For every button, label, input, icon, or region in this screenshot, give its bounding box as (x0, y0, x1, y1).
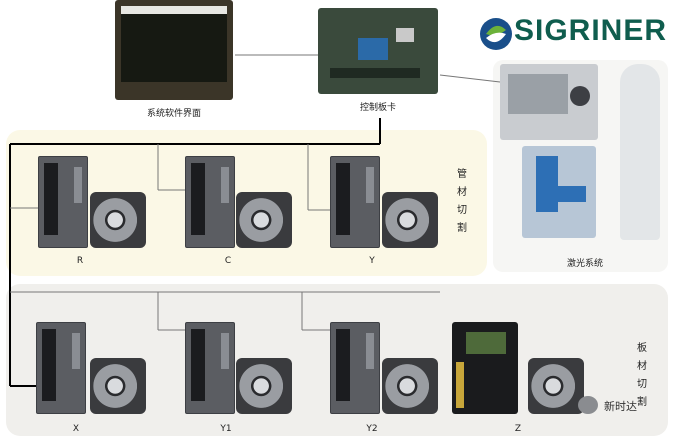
servo-drive-c (185, 156, 235, 248)
laser-label: 激光系统 (566, 259, 603, 269)
servo-motor-y1 (236, 358, 292, 414)
servo-drive-y (330, 156, 380, 248)
axis-x-label: X (72, 424, 80, 434)
laser-cutting-head (522, 146, 596, 238)
servo-drive-r (38, 156, 88, 248)
servo-drive-y2 (330, 322, 380, 414)
servo-motor-y (382, 192, 438, 248)
logo-text: SIGRINER (514, 14, 668, 47)
controller-board (318, 8, 438, 94)
sheet-group-label: 板材切割 (637, 343, 647, 408)
sigriner-logo: SIGRINER (478, 14, 668, 56)
servo-motor-x (90, 358, 146, 414)
watermark-text: 新时达 (604, 400, 637, 413)
tube-group-label: 管材切割 (457, 169, 467, 234)
controller-label: 控制板卡 (359, 103, 396, 113)
servo-motor-c (236, 192, 292, 248)
servo-motor-y2 (382, 358, 438, 414)
axis-y2-label: Y2 (366, 424, 378, 434)
axis-z-label: Z (514, 424, 522, 434)
axis-y-label: Y (369, 256, 375, 266)
controller-laser-line (439, 74, 501, 83)
servo-drive-z (452, 322, 518, 414)
logo-mark-icon (480, 18, 512, 50)
axis-y1-label: Y1 (220, 424, 232, 434)
axis-r-label: R (76, 256, 84, 266)
wechat-icon (578, 396, 598, 414)
servo-drive-x (36, 322, 86, 414)
axis-c-label: C (224, 256, 232, 266)
servo-drive-y1 (185, 322, 235, 414)
servo-motor-z (528, 358, 584, 414)
gas-cylinders (620, 64, 660, 240)
laser-generator (500, 64, 598, 140)
servo-motor-r (90, 192, 146, 248)
watermark: 新时达 (578, 394, 668, 418)
software-monitor (115, 0, 233, 100)
software-label: 系统软件界面 (146, 109, 201, 119)
